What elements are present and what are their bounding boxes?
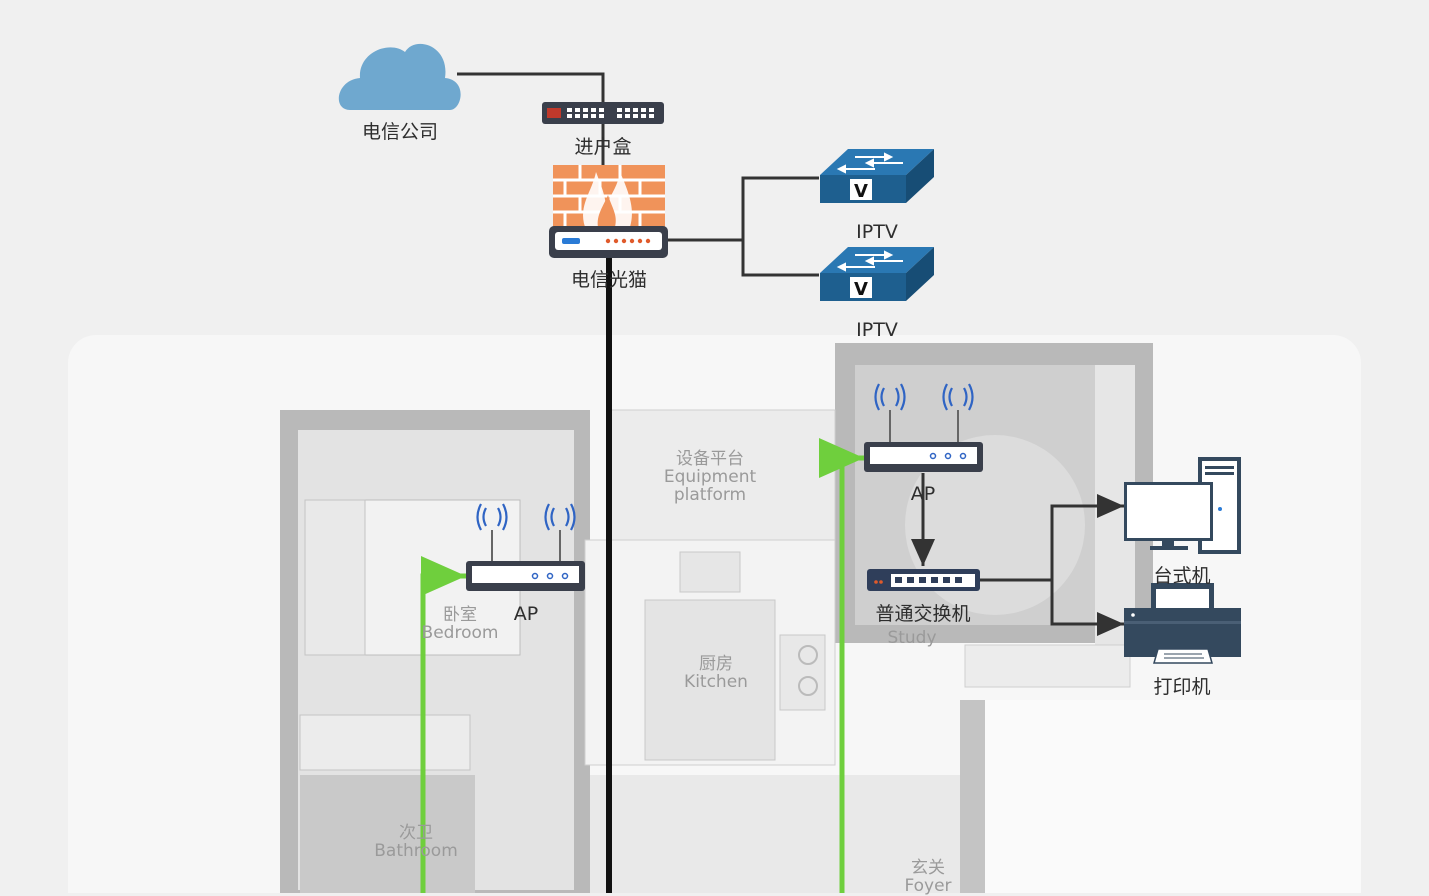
room-kitchen: 厨房 Kitchen [684,654,748,692]
access-point-icon [466,503,585,591]
room-label: platform [673,484,747,505]
patch-panel-icon [542,102,664,124]
label-switch: 普通交换机 [875,603,971,625]
label-printer: 打印机 [1153,676,1211,698]
label-iptv-1: IPTV [856,221,898,243]
room-bathroom: 次卫 Bathroom [374,823,458,861]
label-ap-bedroom: AP [513,603,539,625]
room-label: Bedroom [421,622,499,643]
room-label: Study [887,628,937,648]
room-label: Bathroom [374,840,458,861]
connections [420,72,1124,893]
network-switch-icon [867,569,980,591]
iptv-switch-icon: V [820,247,934,301]
link-green-bedroom [420,556,466,893]
room-label: Foyer [904,875,952,896]
room-label: 设备平台 [676,449,744,469]
room-label: 卧室 [442,605,477,625]
link-green-study [819,438,864,893]
room-bedroom: 卧室 Bedroom [421,605,499,643]
label-iptv-2: IPTV [856,319,898,341]
room-label: 次卫 [399,823,433,843]
room-label: Equipment [663,466,757,487]
label-desktop: 台式机 [1153,565,1211,587]
label-entry-box: 进户盒 [574,136,632,158]
link-modem-iptv2 [741,240,819,277]
label-ap-study: AP [910,483,936,505]
svg-text:V: V [854,181,868,202]
link-cloud-entrybox [457,72,605,102]
room-label: 玄关 [911,858,945,878]
room-study: Study [887,628,937,648]
access-point-icon [864,383,983,472]
link-switch-printer [1050,580,1124,636]
label-optical-modem: 电信光猫 [570,269,648,291]
link-modem-iptv [668,176,819,242]
printer-icon [1124,583,1241,664]
cloud-icon [338,43,461,111]
optical-modem-icon [549,226,668,258]
iptv-switch-icon: V [820,149,934,203]
room-equipment-platform: 设备平台 Equipment platform [663,449,757,505]
label-telecom-company: 电信公司 [361,121,439,143]
svg-text:V: V [854,279,868,300]
link-switch-desktop [980,494,1124,582]
room-foyer: 玄关 Foyer [904,858,952,896]
firewall-icon [553,165,665,227]
desktop-computer-icon [1124,457,1241,554]
room-label: Kitchen [684,671,748,692]
room-label: 厨房 [699,654,733,674]
